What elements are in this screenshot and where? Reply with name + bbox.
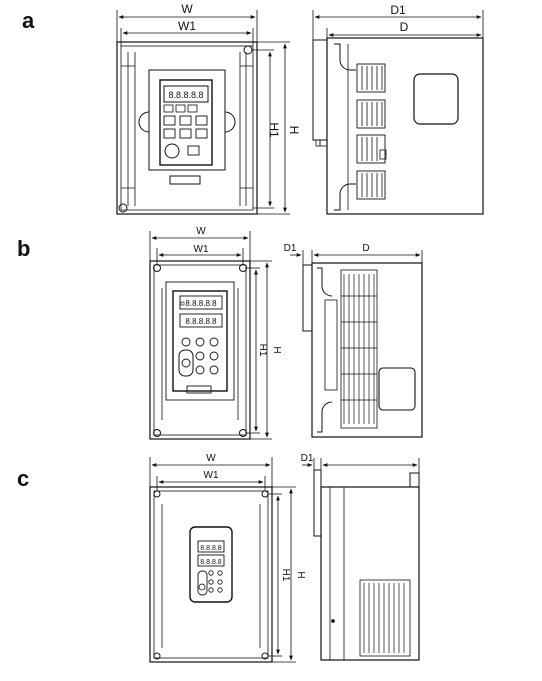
panel-a-dim-d1: D1 <box>390 3 406 17</box>
panel-b-side-view <box>302 262 423 438</box>
panel-b-dim-h1: H1 <box>257 344 268 357</box>
panel-c-dim-d1: D1 <box>301 453 314 464</box>
panel-b-dim-d1: D1 <box>284 243 297 254</box>
panel-a-side-view <box>312 37 484 215</box>
panel-b-label: b <box>17 236 31 261</box>
panel-b-dim-w1: W1 <box>194 244 209 255</box>
panel-a-dim-w1: W1 <box>178 19 196 33</box>
panel-a-side-dimensions <box>312 10 484 40</box>
panel-c-dim-w: W <box>206 453 216 464</box>
panel-a-front-dimensions <box>116 10 290 215</box>
panel-a-dim-h: H <box>287 126 301 135</box>
panel-b-dim-w: W <box>196 226 206 237</box>
panel-c-side-dimensions <box>302 458 420 487</box>
panel-b-dim-d: D <box>362 243 369 254</box>
panel-c-front-dimensions <box>149 457 296 663</box>
panel-c-front-view: 8.8.8.8 8.8.8.8 <box>149 486 273 663</box>
panel-c-dim-h1: H1 <box>280 569 291 582</box>
svg-text:8.8.8.8: 8.8.8.8 <box>200 545 222 552</box>
panel-a-dim-w: W <box>181 2 193 16</box>
panel-c-dim-h: H <box>295 571 306 578</box>
svg-text:8.8.8.8.8: 8.8.8.8.8 <box>168 90 203 100</box>
panel-c-label: c <box>17 466 30 491</box>
panel-a-dim-d: D <box>400 20 409 34</box>
svg-text:8.8.8.8: 8.8.8.8 <box>200 559 222 566</box>
panel-a-label: a <box>22 8 35 33</box>
panel-b-front-dimensions <box>149 231 272 440</box>
panel-c-dim-w1: W1 <box>204 470 219 481</box>
panel-b-dim-h: H <box>271 346 282 353</box>
svg-text:8.8.8.8.8: 8.8.8.8.8 <box>185 299 217 308</box>
panel-b-front-view: 8.8.8.8.8 8.8.8.8.8 <box>149 260 251 440</box>
svg-text:8.8.8.8.8: 8.8.8.8.8 <box>185 317 217 326</box>
panel-c-side-view <box>313 469 420 661</box>
panel-a-front-view: 8.8.8.8.8 <box>116 41 258 215</box>
panel-b-side-dimensions <box>290 250 423 265</box>
panel-a-dim-h1: H1 <box>267 122 281 138</box>
